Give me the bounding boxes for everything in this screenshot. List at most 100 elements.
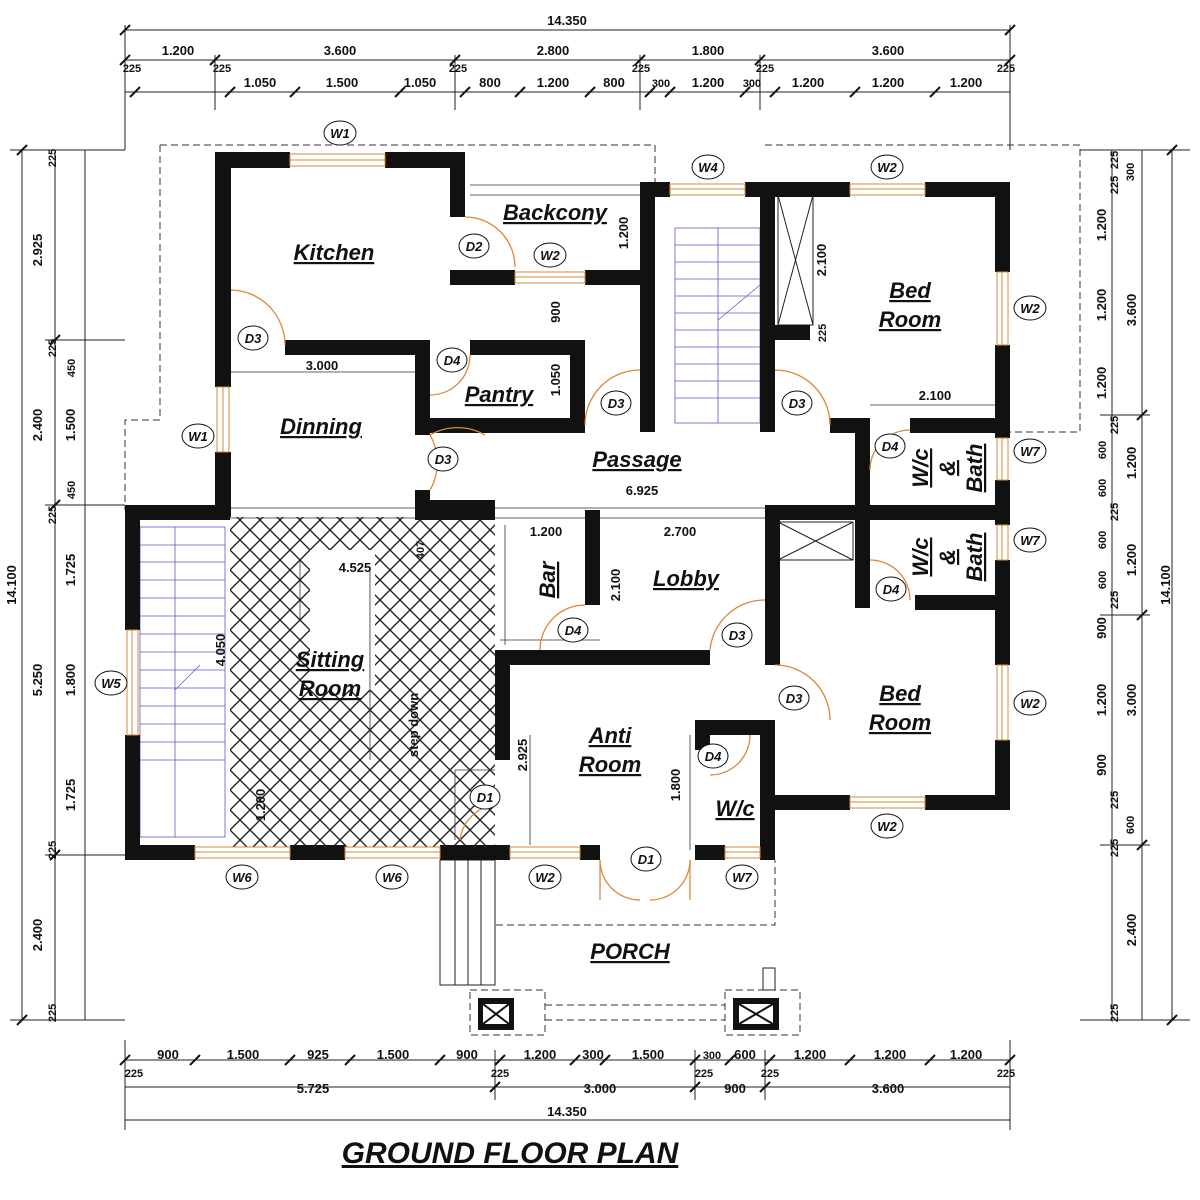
svg-text:W7: W7: [1020, 444, 1040, 459]
room-wc-bath-2: W/c: [908, 537, 933, 576]
tag-d1-side: D1: [469, 784, 501, 810]
dim-right-inner: 1.200: [1124, 447, 1139, 480]
dim-left-inner: 450: [66, 359, 78, 377]
tag-w7-b: W7: [1013, 527, 1047, 553]
svg-text:W2: W2: [540, 248, 560, 263]
room-porch: PORCH: [590, 939, 671, 964]
dim-anti-h: 2.925: [515, 739, 530, 772]
svg-text:D1: D1: [638, 852, 655, 867]
dim-right-inner: 300: [1125, 163, 1137, 181]
room-wc-bath-1: &: [935, 460, 960, 476]
sitting-room-label-area: [310, 550, 375, 690]
dim-top-r1: 1.200: [162, 43, 195, 58]
tag-d4-pantry: D4: [436, 347, 468, 373]
dim-right-inner: 225: [1109, 1004, 1121, 1022]
dims-right: 14.100 3.600 3.000 2.400 225 225 300 1.2…: [1094, 151, 1173, 1022]
dim-right-inner: 225: [1109, 503, 1121, 521]
dim-lobby-w: 2.700: [664, 524, 697, 539]
tag-d3-bed2: D3: [778, 685, 810, 711]
tag-d4-wc2: D4: [875, 576, 907, 602]
dim-bar-h: 2.100: [608, 569, 623, 602]
dim-sitting-step: 4.050: [213, 634, 228, 667]
dim-right-outer: 3.000: [1124, 684, 1139, 717]
tag-w2-bed-right: W2: [1013, 295, 1047, 321]
dim-bottom-wall: 225: [997, 1068, 1015, 1080]
dim-top-r1: 1.800: [692, 43, 725, 58]
dim-bottom-r1: 300: [703, 1050, 721, 1062]
room-sitting: Room: [299, 676, 361, 701]
svg-text:W2: W2: [1020, 301, 1040, 316]
dim-bottom-wall: 225: [695, 1068, 713, 1080]
dim-pantry-a: 900: [548, 301, 563, 323]
dim-left-outer: 2.925: [30, 234, 45, 267]
dim-bottom-r1: 1.200: [794, 1047, 827, 1062]
svg-text:W7: W7: [1020, 533, 1040, 548]
dim-pantry-b: 1.050: [548, 364, 563, 397]
dim-right-outer: 2.400: [1124, 914, 1139, 947]
room-wc-bath-2: Bath: [962, 533, 987, 582]
svg-text:D3: D3: [435, 452, 452, 467]
dim-top-r2: 1.050: [244, 75, 277, 90]
dimension-lines: [10, 25, 1190, 1130]
dim-bottom-wall: 225: [125, 1068, 143, 1080]
windows: [126, 153, 1009, 859]
tag-w2-bed2-bottom: W2: [870, 813, 904, 839]
dim-kitchen-w: 3.000: [306, 358, 339, 373]
room-wc: W/c: [715, 796, 754, 821]
dim-top-r2: 1.200: [692, 75, 725, 90]
svg-text:D4: D4: [444, 353, 461, 368]
svg-text:W2: W2: [535, 870, 555, 885]
dim-bottom-wall: 225: [761, 1068, 779, 1080]
dim-left-inner: 225: [47, 1004, 59, 1022]
tag-d3-pantry: D3: [600, 390, 632, 416]
dim-top-r2: 800: [479, 75, 501, 90]
dim-left-outer: 5.250: [30, 664, 45, 697]
tag-w2-backcony: W2: [533, 242, 567, 268]
dim-bottom-r2: 5.725: [297, 1081, 330, 1096]
dim-bottom-wall: 225: [491, 1068, 509, 1080]
room-dinning: Dinning: [280, 414, 362, 439]
room-bedroom-top: Bed: [889, 278, 931, 303]
tag-w7-a: W7: [1013, 438, 1047, 464]
dim-right-inner: 1.200: [1094, 289, 1109, 322]
room-sitting: Sitting: [296, 647, 365, 672]
dim-bed-wardrobe: 2.100: [814, 244, 829, 277]
tag-d4-wc1: D4: [874, 433, 906, 459]
dims-left: 14.100 2.925 2.400 5.250 2.400 225 225 4…: [4, 149, 78, 1022]
dim-right-inner: 1.200: [1094, 367, 1109, 400]
dim-right-total: 14.100: [1158, 565, 1173, 605]
room-kitchen: Kitchen: [294, 240, 375, 265]
dims-top: 14.350 1.200 3.600 2.800 1.800 3.600 225…: [123, 13, 1015, 90]
porch-pillars: [478, 998, 779, 1030]
svg-text:W4: W4: [698, 160, 718, 175]
dim-left-inner: 450: [66, 481, 78, 499]
tag-w5: W5: [94, 670, 128, 696]
dim-right-inner: 600: [1097, 571, 1109, 589]
dim-bottom-r1: 1.500: [632, 1047, 665, 1062]
tag-w6-a: W6: [225, 864, 259, 890]
dim-top-r2: 1.200: [792, 75, 825, 90]
svg-text:D4: D4: [565, 623, 582, 638]
room-anti: Room: [579, 752, 641, 777]
dim-right-inner: 900: [1094, 617, 1109, 639]
dim-top-wall: 225: [756, 63, 774, 75]
dim-right-inner: 900: [1094, 754, 1109, 776]
dim-left-outer: 2.400: [30, 409, 45, 442]
dim-right-inner: 600: [1097, 531, 1109, 549]
walls: [125, 152, 1010, 860]
svg-text:D1: D1: [477, 790, 494, 805]
sitting-staircase: [139, 526, 226, 838]
dim-top-r2: 800: [603, 75, 625, 90]
dim-bottom-r1: 1.200: [950, 1047, 983, 1062]
dim-top-r2: 300: [743, 78, 761, 90]
dim-bottom-r1: 1.500: [377, 1047, 410, 1062]
dim-top-r1: 3.600: [872, 43, 905, 58]
dim-right-inner: 600: [1097, 441, 1109, 459]
dims-bottom: 900 1.500 925 1.500 900 1.200 300 1.500 …: [125, 1047, 1015, 1119]
room-passage: Passage: [592, 447, 681, 472]
tag-d3-lobby: D3: [721, 622, 753, 648]
dim-bottom-r1: 600: [734, 1047, 756, 1062]
tag-w4: W4: [691, 154, 725, 180]
dim-right-inner: 225: [1109, 176, 1121, 194]
svg-text:D3: D3: [608, 396, 625, 411]
